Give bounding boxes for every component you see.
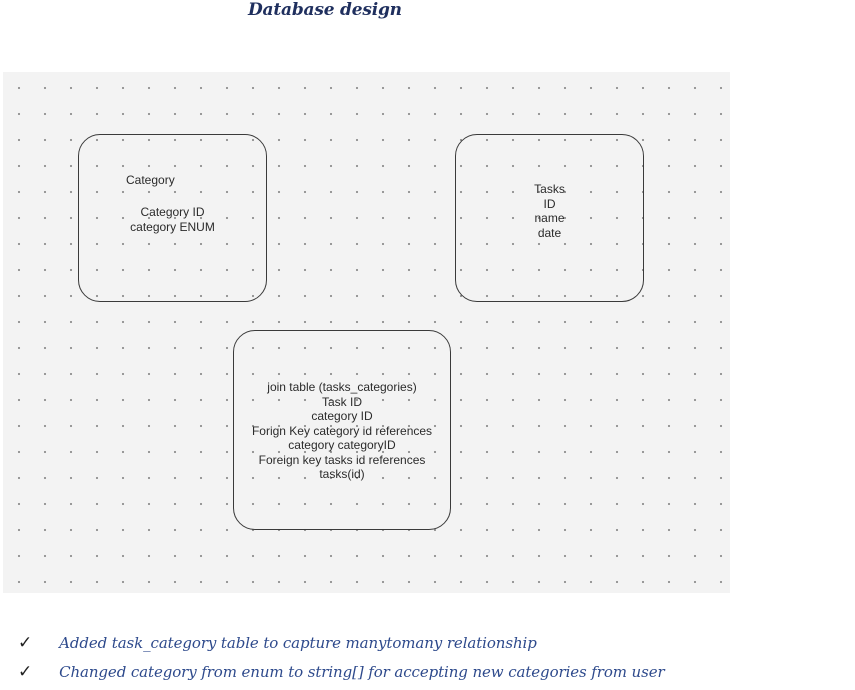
- tasks-field-name: name: [534, 211, 565, 225]
- join-table-title: join table (tasks_categories): [267, 380, 417, 394]
- change-note-text: Changed category from enum to string[] f…: [59, 662, 665, 681]
- change-note-text: Added task_category table to capture man…: [59, 633, 537, 652]
- tasks-entity-box[interactable]: Tasks ID name date: [455, 134, 644, 302]
- join-field-category-id: category ID: [311, 409, 373, 423]
- tasks-field-id: ID: [543, 196, 556, 211]
- join-table-entity-box[interactable]: join table (tasks_categories) Task ID ca…: [233, 330, 451, 530]
- change-note-item: ✓ Changed category from enum to string[]…: [18, 661, 665, 690]
- category-field-enum: category ENUM: [130, 219, 215, 234]
- tasks-field-date: date: [537, 225, 562, 240]
- tasks-entity-fields: Tasks ID name date: [456, 182, 643, 240]
- category-entity-title: Category: [126, 173, 175, 187]
- join-field-category-fk: Forign Key category id references: [251, 423, 433, 438]
- category-entity-fields: Category ID category ENUM: [79, 205, 266, 234]
- join-field-task-id: Task ID: [321, 394, 362, 409]
- join-field-tasks-fk: Foreign key tasks id references: [258, 452, 426, 467]
- category-entity-box[interactable]: Category Category ID category ENUM: [78, 134, 267, 302]
- join-field-tasks-ref: tasks(id): [319, 467, 365, 481]
- join-field-category-ref: category categoryID: [288, 438, 396, 452]
- category-field-id: Category ID: [140, 205, 205, 219]
- tasks-entity-title: Tasks: [534, 182, 565, 196]
- join-table-fields: join table (tasks_categories) Task ID ca…: [224, 380, 460, 482]
- change-note-item: ✓ Added task_category table to capture m…: [18, 632, 665, 661]
- page-title: Database design: [248, 0, 402, 20]
- change-notes-list: ✓ Added task_category table to capture m…: [18, 632, 665, 690]
- diagram-canvas: Category Category ID category ENUM Tasks…: [3, 72, 730, 593]
- check-icon: ✓: [18, 661, 33, 682]
- check-icon: ✓: [18, 632, 33, 653]
